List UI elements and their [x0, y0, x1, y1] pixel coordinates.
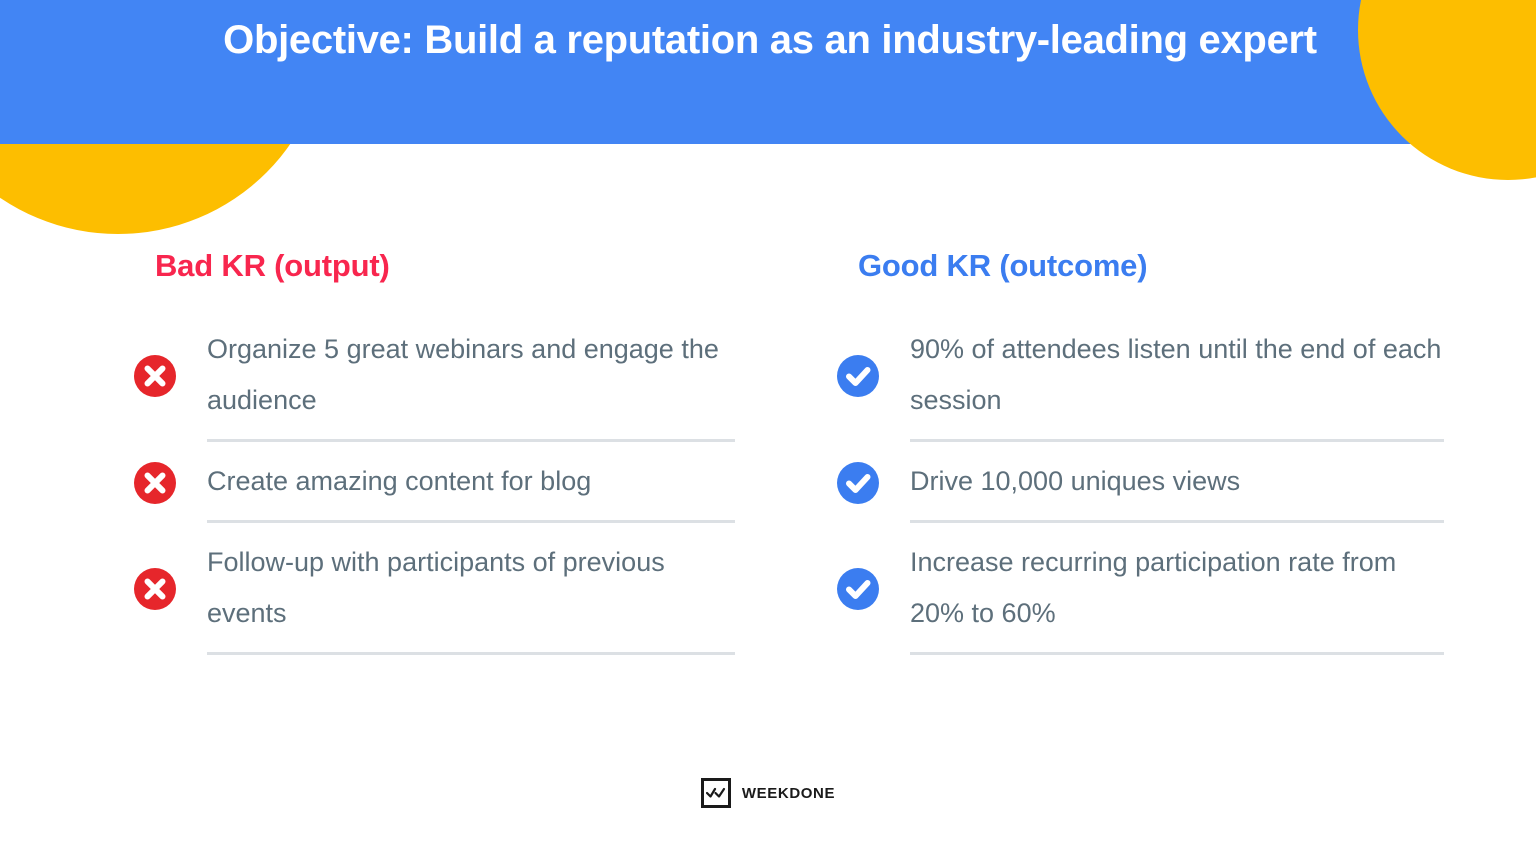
header-banner	[0, 0, 1532, 144]
weekdone-logo: WEEKDONE	[0, 778, 1536, 808]
page-title: Objective: Build a reputation as an indu…	[223, 18, 1317, 62]
column-heading-good: Good KR (outcome)	[858, 248, 1148, 283]
list-item-body: 90% of attendees listen until the end of…	[910, 310, 1444, 442]
circle-check-icon	[836, 354, 880, 398]
list-item[interactable]: Drive 10,000 uniques views	[836, 442, 1504, 523]
list-item-body: Increase recurring participation rate fr…	[910, 523, 1444, 655]
list-item-body: Drive 10,000 uniques views	[910, 442, 1444, 523]
kr-comparison: Bad KR (output) Organize 5 great webinar…	[0, 248, 1536, 655]
circle-check-icon	[836, 461, 880, 505]
circle-x-icon	[133, 567, 177, 611]
list-item-body: Organize 5 great webinars and engage the…	[207, 310, 735, 442]
column-good-kr: Good KR (outcome) 90% of attendees liste…	[836, 248, 1504, 655]
list-item-body: Create amazing content for blog	[207, 442, 735, 523]
circle-x-icon	[133, 461, 177, 505]
list-item[interactable]: 90% of attendees listen until the end of…	[836, 310, 1504, 442]
circle-check-icon	[836, 567, 880, 611]
decorative-circle-right	[1358, 0, 1536, 180]
column-heading-bad: Bad KR (output)	[155, 248, 390, 283]
column-bad-kr: Bad KR (output) Organize 5 great webinar…	[133, 248, 801, 655]
list-item[interactable]: Increase recurring participation rate fr…	[836, 523, 1504, 655]
list-item-label: Follow-up with participants of previous …	[207, 547, 665, 628]
circle-x-icon	[133, 354, 177, 398]
list-item[interactable]: Organize 5 great webinars and engage the…	[133, 310, 801, 442]
brand-name: WEEKDONE	[741, 784, 836, 802]
list-item-label: Drive 10,000 uniques views	[910, 466, 1241, 496]
list-item[interactable]: Create amazing content for blog	[133, 442, 801, 523]
double-check-square-icon	[700, 778, 731, 808]
list-item[interactable]: Follow-up with participants of previous …	[133, 523, 801, 655]
good-kr-list: 90% of attendees listen until the end of…	[836, 310, 1504, 655]
list-item-label: 90% of attendees listen until the end of…	[910, 334, 1442, 415]
list-item-body: Follow-up with participants of previous …	[207, 523, 735, 655]
list-item-label: Increase recurring participation rate fr…	[910, 547, 1397, 628]
list-item-label: Organize 5 great webinars and engage the…	[207, 334, 719, 415]
bad-kr-list: Organize 5 great webinars and engage the…	[133, 310, 801, 655]
list-item-label: Create amazing content for blog	[207, 466, 592, 496]
